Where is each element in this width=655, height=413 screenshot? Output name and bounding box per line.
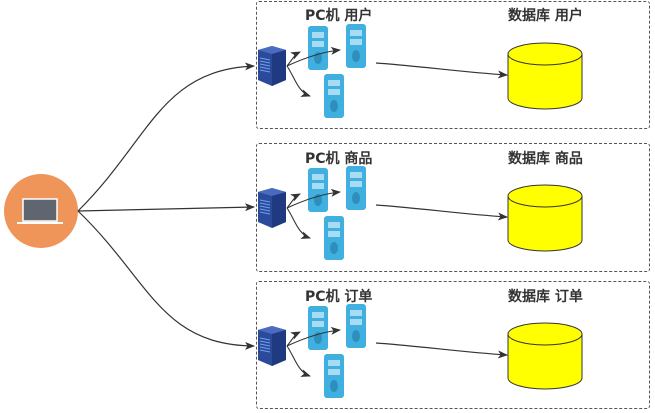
pc-tower-button [330,100,338,112]
pc-tower-slot [350,30,362,36]
database-body [507,334,583,390]
server-vent [259,205,271,209]
pc-tower-slot [328,222,340,228]
pc-tower-slot [350,310,362,316]
pc-tower-button [352,50,360,62]
database-top [507,184,583,208]
group-products [258,166,583,260]
server-vent [259,199,271,203]
edge-server-to-pc-2 [286,326,341,347]
pc-tower-button [352,330,360,342]
edge-server-to-pc-1 [286,331,301,347]
pc-tower-button [330,242,338,254]
server-vent [259,69,271,73]
group-users [258,24,583,118]
server-vent [259,208,271,212]
edge-server-to-pc-3 [286,207,311,239]
group-box-orders [256,281,650,409]
pc-label-orders: PC机 订单 [305,289,373,305]
edge-server-to-pc-2 [286,46,341,67]
db-label-users: 数据库 用户 [508,8,583,24]
pc-tower-2[interactable] [346,304,366,348]
server-vent [259,66,271,70]
group-box-users [256,1,650,129]
pc-tower-slot [312,321,324,327]
pc-tower-slot [312,32,324,38]
pc-label-products: PC机 商品 [305,151,373,167]
server-vent [259,63,271,67]
server-vent [259,346,271,350]
pc-tower-slot [350,319,362,325]
pc-tower-slot [312,174,324,180]
pc-tower-2[interactable] [346,24,366,68]
pc-tower-3[interactable] [324,354,344,398]
database-icon[interactable] [507,184,583,252]
server-icon[interactable] [258,188,286,228]
pc-tower-slot [328,89,340,95]
server-icon[interactable] [258,326,286,366]
laptop-client[interactable] [4,174,78,248]
server-vent [259,211,271,215]
pc-tower-slot [312,41,324,47]
edge-client-to-server-products [77,203,255,212]
database-top [507,322,583,346]
pc-tower-slot [328,369,340,375]
db-label-orders: 数据库 订单 [508,289,583,305]
edge-server-to-pc-3 [286,65,311,97]
edge-server-to-pc-2 [286,188,341,209]
edge-server-to-pc-1 [286,193,301,209]
pc-tower-slot [312,312,324,318]
server-vent [259,57,271,61]
pc-label-users: PC机 用户 [305,8,373,24]
server-vent [259,60,271,64]
pc-tower-button [352,192,360,204]
server-side [272,330,286,366]
server-side [272,192,286,228]
database-body [507,196,583,252]
pc-tower-slot [328,231,340,237]
server-vent [259,349,271,353]
pc-tower-1[interactable] [308,306,328,350]
edge-client-to-server-orders [77,210,255,350]
pc-tower-slot [350,39,362,45]
pc-tower-3[interactable] [324,74,344,118]
edge-server-to-pc-3 [286,345,311,377]
db-label-products: 数据库 商品 [508,151,583,167]
pc-tower-button [330,380,338,392]
edge-pc-to-database [375,62,508,79]
server-vent [259,340,271,344]
pc-tower-slot [350,181,362,187]
server-vent [259,202,271,206]
group-orders [258,304,583,398]
pc-tower-3[interactable] [324,216,344,260]
pc-tower-2[interactable] [346,166,366,210]
pc-tower-slot [328,80,340,86]
server-icon[interactable] [258,46,286,86]
database-body [507,54,583,110]
server-vent [259,337,271,341]
pc-tower-slot [312,183,324,189]
group-box-products [256,143,650,272]
database-icon[interactable] [507,42,583,110]
server-vent [259,343,271,347]
pc-tower-slot [328,360,340,366]
pc-tower-1[interactable] [308,26,328,70]
edge-pc-to-database [375,204,508,221]
server-side [272,50,286,86]
edge-pc-to-database [375,342,508,359]
pc-tower-slot [350,172,362,178]
database-icon[interactable] [507,322,583,390]
laptop-icon [17,198,63,224]
edge-server-to-pc-1 [286,51,301,67]
edge-client-to-server-users [77,62,255,212]
pc-tower-1[interactable] [308,168,328,212]
database-top [507,42,583,66]
